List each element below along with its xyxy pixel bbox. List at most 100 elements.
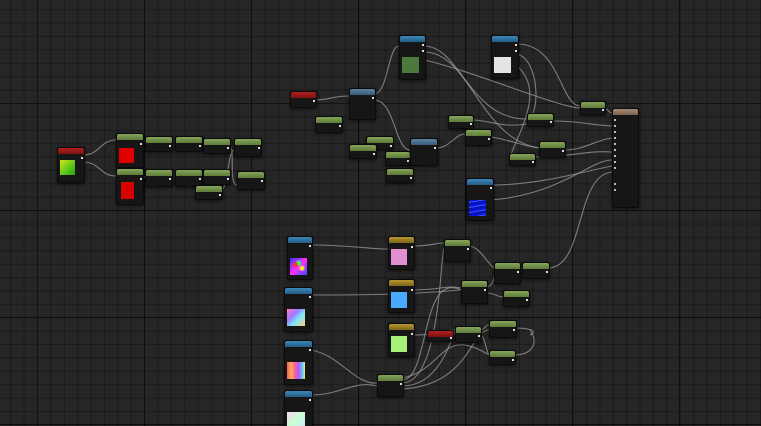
node-red-gradient-preview[interactable] <box>57 147 85 183</box>
output-pin[interactable] <box>484 289 486 291</box>
node-math-17[interactable] <box>527 113 554 127</box>
node-math-22[interactable] <box>461 280 488 304</box>
output-pin[interactable] <box>339 125 341 127</box>
output-pin[interactable] <box>258 147 260 149</box>
output-pin[interactable] <box>602 109 604 111</box>
output-pin[interactable] <box>434 147 436 149</box>
output-pin[interactable] <box>550 121 552 123</box>
node-math-7[interactable] <box>203 169 231 185</box>
output-pin[interactable] <box>450 337 452 339</box>
output-pin[interactable] <box>411 289 413 291</box>
output-pin[interactable] <box>140 143 142 145</box>
node-math-27[interactable] <box>489 320 517 338</box>
node-math-23[interactable] <box>494 262 521 284</box>
node-math-20[interactable] <box>580 101 606 115</box>
node-math-26[interactable] <box>455 326 482 343</box>
input-pin[interactable] <box>614 119 616 121</box>
node-blue-noise-preview[interactable] <box>466 178 494 221</box>
node-math-28[interactable] <box>489 350 516 365</box>
output-pin[interactable] <box>219 194 221 196</box>
node-green-texture-preview[interactable] <box>399 35 426 80</box>
output-pin[interactable] <box>400 383 402 385</box>
output-pin[interactable] <box>169 178 171 180</box>
node-sky-blue-color[interactable] <box>388 279 415 313</box>
node-math-16[interactable] <box>465 129 492 146</box>
node-math-6[interactable] <box>175 169 203 187</box>
output-pin[interactable] <box>411 333 413 335</box>
output-pin[interactable] <box>488 138 490 140</box>
node-math-15[interactable] <box>448 115 474 129</box>
node-math-3[interactable] <box>203 138 231 154</box>
output-pin[interactable] <box>515 44 517 46</box>
output-pin[interactable] <box>546 271 548 273</box>
node-holo-preview[interactable] <box>284 287 313 332</box>
input-pin[interactable] <box>614 189 616 191</box>
input-pin[interactable] <box>614 143 616 145</box>
node-red-fill-preview-1[interactable] <box>116 133 144 168</box>
output-pin[interactable] <box>513 329 515 331</box>
output-pin[interactable] <box>372 97 374 99</box>
node-math-4[interactable] <box>234 138 262 157</box>
output-pin[interactable] <box>467 248 469 250</box>
node-math-29[interactable] <box>377 374 404 397</box>
node-pink-color[interactable] <box>388 236 415 270</box>
input-pin[interactable] <box>614 161 616 163</box>
output-pin[interactable] <box>411 246 413 248</box>
node-material-output[interactable] <box>612 108 639 208</box>
node-math-18[interactable] <box>539 141 566 158</box>
node-math-19[interactable] <box>509 153 536 166</box>
output-pin[interactable] <box>512 359 514 361</box>
node-red-scalar[interactable] <box>290 91 317 108</box>
input-pin[interactable] <box>614 167 616 169</box>
node-math-1[interactable] <box>145 136 173 152</box>
node-math-8[interactable] <box>195 185 223 200</box>
input-pin[interactable] <box>614 149 616 151</box>
output-pin[interactable] <box>373 153 375 155</box>
output-pin[interactable] <box>407 160 409 162</box>
node-math-10[interactable] <box>315 116 343 133</box>
output-pin[interactable] <box>515 50 517 52</box>
output-pin[interactable] <box>562 150 564 152</box>
output-pin[interactable] <box>470 123 472 125</box>
output-pin[interactable] <box>390 145 392 147</box>
output-pin[interactable] <box>517 271 519 273</box>
input-pin[interactable] <box>614 125 616 127</box>
output-pin[interactable] <box>309 349 311 351</box>
node-math-12[interactable] <box>349 144 377 159</box>
output-pin[interactable] <box>81 157 83 159</box>
node-red-fill-preview-2[interactable] <box>116 168 144 205</box>
node-white-texture-preview[interactable] <box>491 35 519 79</box>
output-pin[interactable] <box>199 178 201 180</box>
output-pin[interactable] <box>410 177 412 179</box>
output-pin[interactable] <box>227 178 229 180</box>
node-light-green-color[interactable] <box>388 323 415 357</box>
output-pin[interactable] <box>309 399 311 401</box>
node-math-2[interactable] <box>175 136 203 152</box>
input-pin[interactable] <box>614 137 616 139</box>
input-pin[interactable] <box>614 155 616 157</box>
output-pin[interactable] <box>422 50 424 52</box>
node-math-9[interactable] <box>237 171 265 190</box>
output-pin[interactable] <box>422 44 424 46</box>
node-math-13[interactable] <box>385 151 411 166</box>
output-pin[interactable] <box>309 245 311 247</box>
output-pin[interactable] <box>199 145 201 147</box>
output-pin[interactable] <box>526 299 528 301</box>
node-steel-2[interactable] <box>410 138 438 166</box>
output-pin[interactable] <box>227 147 229 149</box>
node-math-24[interactable] <box>522 262 550 279</box>
output-pin[interactable] <box>169 145 171 147</box>
output-pin[interactable] <box>490 187 492 189</box>
node-rainbow-noise-preview[interactable] <box>287 236 313 280</box>
node-math-21[interactable] <box>444 239 471 262</box>
node-math-25[interactable] <box>503 290 530 307</box>
output-pin[interactable] <box>313 100 315 102</box>
output-pin[interactable] <box>261 180 263 182</box>
input-pin[interactable] <box>614 131 616 133</box>
node-math-14[interactable] <box>386 168 414 183</box>
output-pin[interactable] <box>532 161 534 163</box>
node-red-scalar-2[interactable] <box>427 330 454 342</box>
output-pin[interactable] <box>478 335 480 337</box>
node-pastel-preview[interactable] <box>284 390 313 426</box>
